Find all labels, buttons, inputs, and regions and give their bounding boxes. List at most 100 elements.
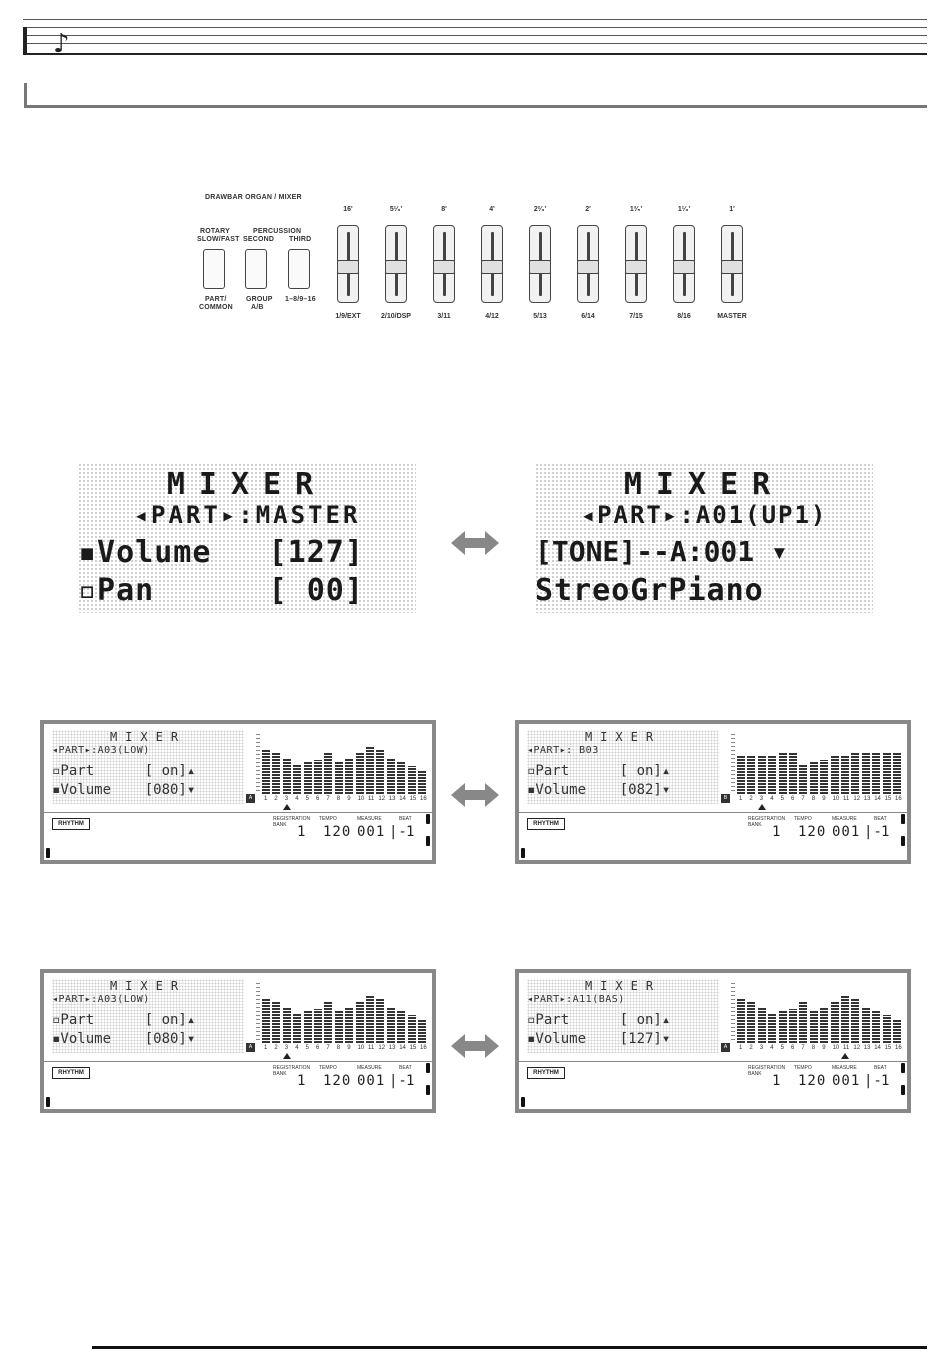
group-indicator: A (246, 794, 255, 803)
drawbar-knob[interactable] (385, 260, 407, 274)
drawbar-label: 2/10/DSP (381, 313, 411, 320)
level-bar (768, 756, 777, 794)
rotary-button[interactable] (203, 249, 225, 289)
drawbar-label: 5/13 (533, 313, 547, 320)
footer-rule (92, 1346, 927, 1349)
level-bar (314, 1009, 322, 1043)
measure-value: 001 (357, 824, 386, 840)
screen-text-area: MIXER◂PART▸:A03(LOW)▫Part [ on]▴▪Volume … (52, 730, 244, 804)
drawbar-knob[interactable] (577, 260, 599, 274)
measure-label: MEASURE (357, 1065, 382, 1071)
third-label: THIRD (289, 236, 312, 243)
registration-value: 1 (297, 1073, 307, 1089)
measure-value: 001 (832, 824, 861, 840)
level-bar (386, 1007, 395, 1043)
part-number: 10 (832, 1045, 840, 1051)
drawbar-label: 8/16 (677, 313, 691, 320)
level-bar (757, 1007, 766, 1043)
drawbar-footage: 2' (585, 206, 591, 213)
edge-marker (46, 1097, 50, 1107)
drawbar-panel: DRAWBAR ORGAN / MIXER ROTARY SLOW/FAST P… (195, 188, 765, 320)
level-meter (256, 983, 432, 1043)
part-number: 7 (801, 1045, 805, 1051)
bank-label: BANK (273, 1071, 287, 1077)
screen-text-area: MIXER◂PART▸: B03▫Part [ on]▴▪Volume [082… (527, 730, 719, 804)
part-number: 2 (749, 796, 753, 802)
edge-marker (426, 1063, 430, 1073)
screen-text-area: MIXER◂PART▸:A11(BAS)▫Part [ on]▴▪Volume … (527, 979, 719, 1053)
drawbar-knob[interactable] (481, 260, 503, 274)
part-number: 8 (811, 1045, 816, 1051)
level-bar (809, 1011, 818, 1043)
drawbar-knob[interactable] (625, 260, 647, 274)
part-number: 13 (863, 796, 871, 802)
lcd-part-line: ◂PART▸:MASTER (133, 501, 361, 529)
measure-value: 001 (832, 1073, 861, 1089)
registration-value: 1 (772, 824, 782, 840)
second-label: SECOND (243, 236, 275, 243)
slow-fast-label: SLOW/FAST (197, 236, 240, 243)
lcd-tone-name: StreoGrPiano (535, 573, 764, 608)
level-bar (376, 999, 385, 1043)
part-number: 1 (739, 1045, 743, 1051)
staff-header: ♪ (23, 19, 927, 57)
level-bar (262, 998, 270, 1043)
screen-part: ◂PART▸:A03(LOW) (52, 745, 150, 756)
lcd-title: MIXER (166, 467, 328, 502)
registration-value: 1 (297, 824, 307, 840)
screen-title: MIXER (109, 730, 187, 744)
drawbar-knob[interactable] (529, 260, 551, 274)
selected-part-marker (282, 804, 291, 810)
edge-marker (46, 848, 50, 858)
screen-part-line: ▫Part [ on]▴ (52, 763, 196, 779)
part-number: 3 (759, 1045, 764, 1051)
registration-label: REGISTRATION (748, 816, 786, 822)
measure-sep: |- (864, 824, 883, 840)
part-number: 10 (357, 1045, 365, 1051)
tempo-value: 120 (323, 824, 352, 840)
drawbar-footage: 2²⁄₃' (533, 206, 547, 213)
level-bar (282, 1007, 291, 1043)
bank-label: BANK (273, 822, 287, 828)
level-bar (872, 752, 881, 794)
level-bar (334, 1011, 343, 1043)
drawbar-slot (337, 225, 359, 303)
screen-part-line: ▫Part [ on]▴ (527, 1012, 671, 1028)
selected-part-marker (757, 804, 766, 810)
part-number: 16 (895, 796, 902, 802)
beat-label: BEAT (874, 1065, 887, 1071)
drawbar-knob[interactable] (433, 260, 455, 274)
part-number: 15 (409, 796, 417, 802)
drawbar-slot (721, 225, 743, 303)
part-number: 5 (780, 796, 784, 802)
level-bar (366, 746, 374, 794)
part-number: 14 (399, 796, 406, 802)
registration-label: REGISTRATION (273, 1065, 311, 1071)
drawbar-knob[interactable] (721, 260, 743, 274)
section-heading-bar (24, 83, 927, 108)
part-number: 13 (863, 1045, 871, 1051)
part-number: 6 (316, 1045, 320, 1051)
measure-sep: |- (389, 1073, 408, 1089)
drawbar-slot (385, 225, 407, 303)
level-bar (872, 1011, 881, 1043)
measure-label: MEASURE (357, 816, 382, 822)
percussion-second-button[interactable] (245, 249, 267, 289)
drawbar-knob[interactable] (673, 260, 695, 274)
part-number: 16 (420, 796, 427, 802)
percussion-third-button[interactable] (288, 249, 310, 289)
measure-value: 001 (357, 1073, 386, 1089)
part-number: 11 (368, 1045, 375, 1051)
level-bar (893, 752, 901, 794)
part-common-label-2: COMMON (199, 304, 233, 311)
level-bar (861, 1007, 870, 1043)
level-bar (757, 756, 766, 794)
level-bar (882, 752, 891, 794)
level-bar (303, 762, 312, 794)
drawbar-knob[interactable] (337, 260, 359, 274)
level-bar (355, 1001, 364, 1043)
part-number: 7 (326, 1045, 330, 1051)
level-scale (731, 734, 735, 794)
group-indicator: B (721, 794, 730, 803)
edge-marker (901, 1085, 905, 1095)
